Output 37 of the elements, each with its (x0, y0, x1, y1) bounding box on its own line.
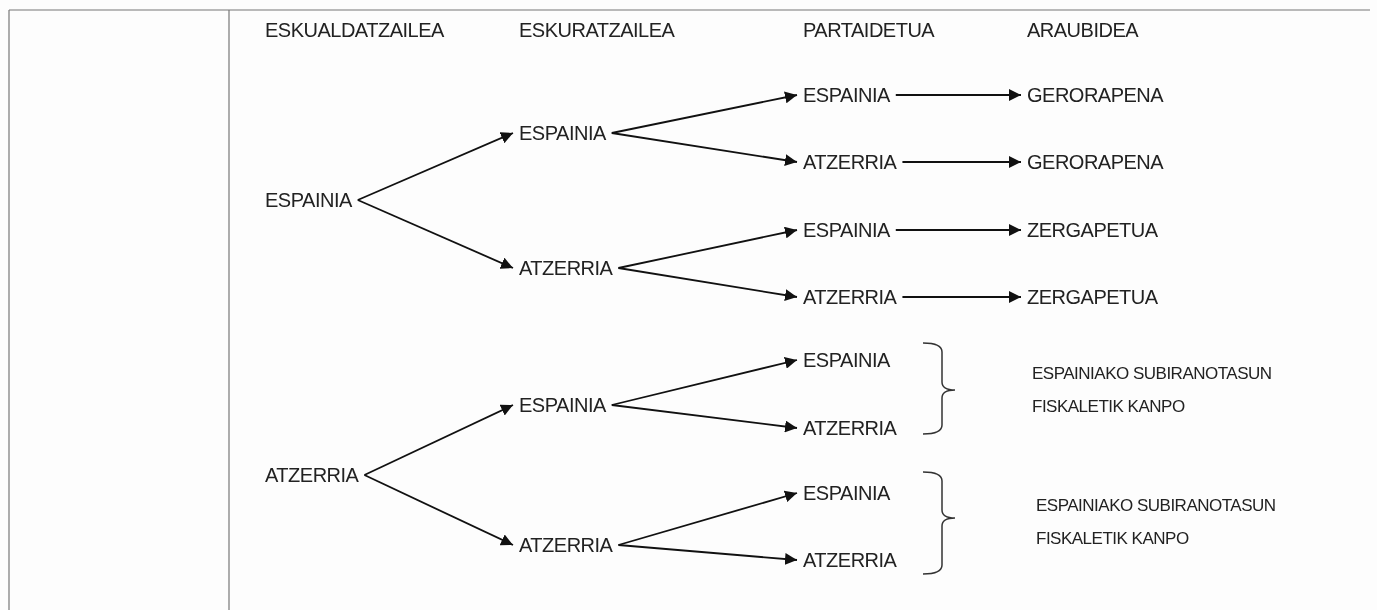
node-label: ATZERRIA (797, 416, 903, 440)
note-text: ESPAINIAKO SUBIRANOTASUN FISKALETIK KANPO (1032, 363, 1273, 418)
column-header: ESKURATZAILEA (519, 18, 675, 42)
column-header: ESKUALDATZAILEA (265, 18, 444, 42)
arrow (356, 132, 514, 201)
node-label: ESPAINIA (797, 218, 896, 242)
node-label: ESPAINIA (259, 188, 358, 212)
node-label: GERORAPENA (1021, 83, 1170, 107)
arrow (610, 132, 798, 167)
node-label: ESPAINIA (797, 481, 896, 505)
node-label: ATZERRIA (797, 285, 903, 309)
node-label: ZERGAPETUA (1021, 285, 1164, 309)
arrow (610, 404, 798, 433)
arrow (363, 474, 514, 546)
node-label: ESPAINIA (797, 83, 896, 107)
column-header: PARTAIDETUA (803, 18, 935, 42)
node-label: ATZERRIA (513, 256, 619, 280)
arrow (894, 224, 1022, 236)
arrow (617, 544, 798, 565)
arrow (363, 404, 514, 476)
node-label: GERORAPENA (1021, 150, 1170, 174)
node-label: ATZERRIA (797, 150, 903, 174)
node-label: ESPAINIA (797, 348, 896, 372)
node-label: ATZERRIA (797, 548, 903, 572)
node-label: ATZERRIA (513, 533, 619, 557)
node-label: ESPAINIA (513, 121, 612, 145)
arrow (901, 291, 1022, 303)
arrow (617, 490, 798, 546)
node-label: ZERGAPETUA (1021, 218, 1164, 242)
arrow (894, 89, 1022, 101)
arrow (617, 267, 798, 301)
note-text: ESPAINIAKO SUBIRANOTASUN FISKALETIK KANPO (1036, 495, 1277, 550)
node-label: ATZERRIA (259, 463, 365, 487)
node-label: ESPAINIA (513, 393, 612, 417)
column-header: ARAUBIDEA (1027, 18, 1139, 42)
arrow (356, 199, 514, 269)
arrow (901, 156, 1022, 168)
